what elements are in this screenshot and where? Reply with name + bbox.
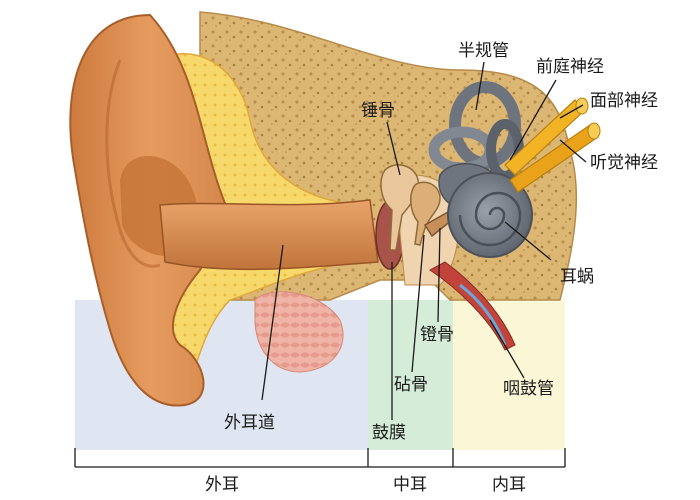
leader-cochlea <box>504 221 552 261</box>
soft-tissue <box>254 291 344 373</box>
label-cochlea: 耳蜗 <box>560 267 594 287</box>
ear-canal <box>159 199 379 271</box>
label-incus: 砧骨 <box>394 375 428 395</box>
label-facial-nerve: 面部神经 <box>590 91 658 111</box>
label-eustachian-tube: 咽鼓管 <box>503 379 554 399</box>
section-middle-ear: 中耳 <box>393 475 427 495</box>
leader-ear-canal <box>261 244 284 401</box>
label-vestibular-nerve: 前庭神经 <box>536 57 604 77</box>
label-auditory-nerve: 听觉神经 <box>590 153 658 173</box>
cochlea-shape <box>447 172 533 258</box>
section-inner-ear: 内耳 <box>492 475 526 495</box>
label-semicircular-canals: 半规管 <box>458 41 509 61</box>
leader-facial <box>559 104 584 119</box>
middle-ear-zone <box>368 300 453 450</box>
section-outer-ear: 外耳 <box>205 475 239 495</box>
leader-malleus <box>386 121 401 176</box>
incus-bone <box>410 181 441 246</box>
leader-incus <box>411 234 425 373</box>
label-stapes: 镫骨 <box>420 325 454 345</box>
label-eardrum: 鼓膜 <box>372 423 406 443</box>
leader-stapes <box>437 227 441 323</box>
leader-eustachian <box>489 319 525 379</box>
eustachian-tube-shape <box>429 261 516 351</box>
eustachian-tube-highlight <box>459 283 507 346</box>
label-malleus: 锤骨 <box>361 101 395 121</box>
malleus-bone <box>380 164 419 251</box>
pinna-inner-fold <box>105 59 161 268</box>
leader-auditory <box>559 139 587 163</box>
leader-vestibular <box>509 79 557 161</box>
section-bracket <box>74 448 566 468</box>
leader-semicircular <box>475 61 485 111</box>
label-ear-canal: 外耳道 <box>224 413 275 433</box>
inner-ear-zone <box>453 300 565 450</box>
